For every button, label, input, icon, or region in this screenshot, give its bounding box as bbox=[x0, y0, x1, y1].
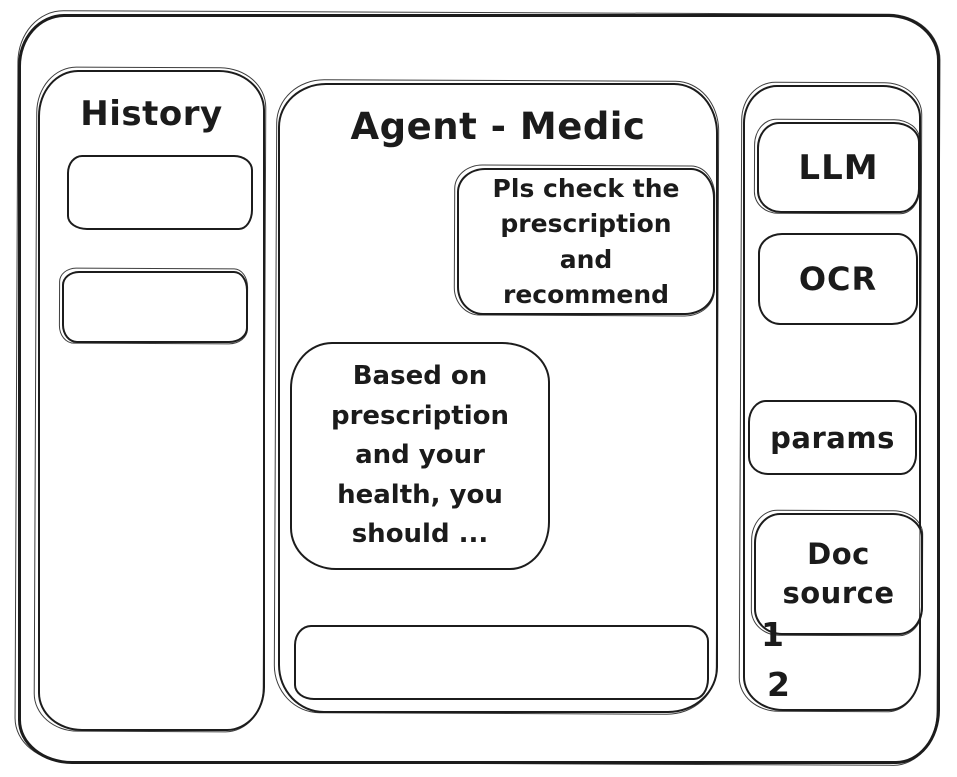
message-input[interactable] bbox=[294, 625, 709, 700]
history-title: History bbox=[80, 94, 223, 134]
doc-source-item-2[interactable]: 2 bbox=[767, 665, 791, 704]
history-item[interactable] bbox=[67, 155, 253, 230]
user-message-bubble: Pls check the prescription and recommend bbox=[457, 168, 715, 315]
history-sidebar: History bbox=[38, 70, 265, 731]
assistant-message-bubble: Based on prescription and your health, y… bbox=[290, 342, 550, 570]
params-button[interactable]: params bbox=[748, 400, 917, 475]
history-item[interactable] bbox=[62, 271, 248, 343]
chat-panel: Agent - Medic Pls check the prescription… bbox=[278, 83, 718, 713]
chat-title: Agent - Medic bbox=[350, 105, 646, 148]
ocr-button[interactable]: OCR bbox=[758, 233, 918, 325]
llm-button[interactable]: LLM bbox=[757, 122, 920, 213]
doc-source-item-1[interactable]: 1 bbox=[761, 615, 785, 654]
app-window: History Agent - Medic Pls check the pres… bbox=[18, 14, 940, 764]
tools-sidebar: LLM OCR params Doc source 1 2 bbox=[743, 85, 923, 711]
doc-source-button[interactable]: Doc source bbox=[754, 513, 923, 635]
user-message-text: Pls check the prescription and recommend bbox=[492, 173, 680, 310]
assistant-message-text: Based on prescription and your health, y… bbox=[330, 361, 509, 550]
